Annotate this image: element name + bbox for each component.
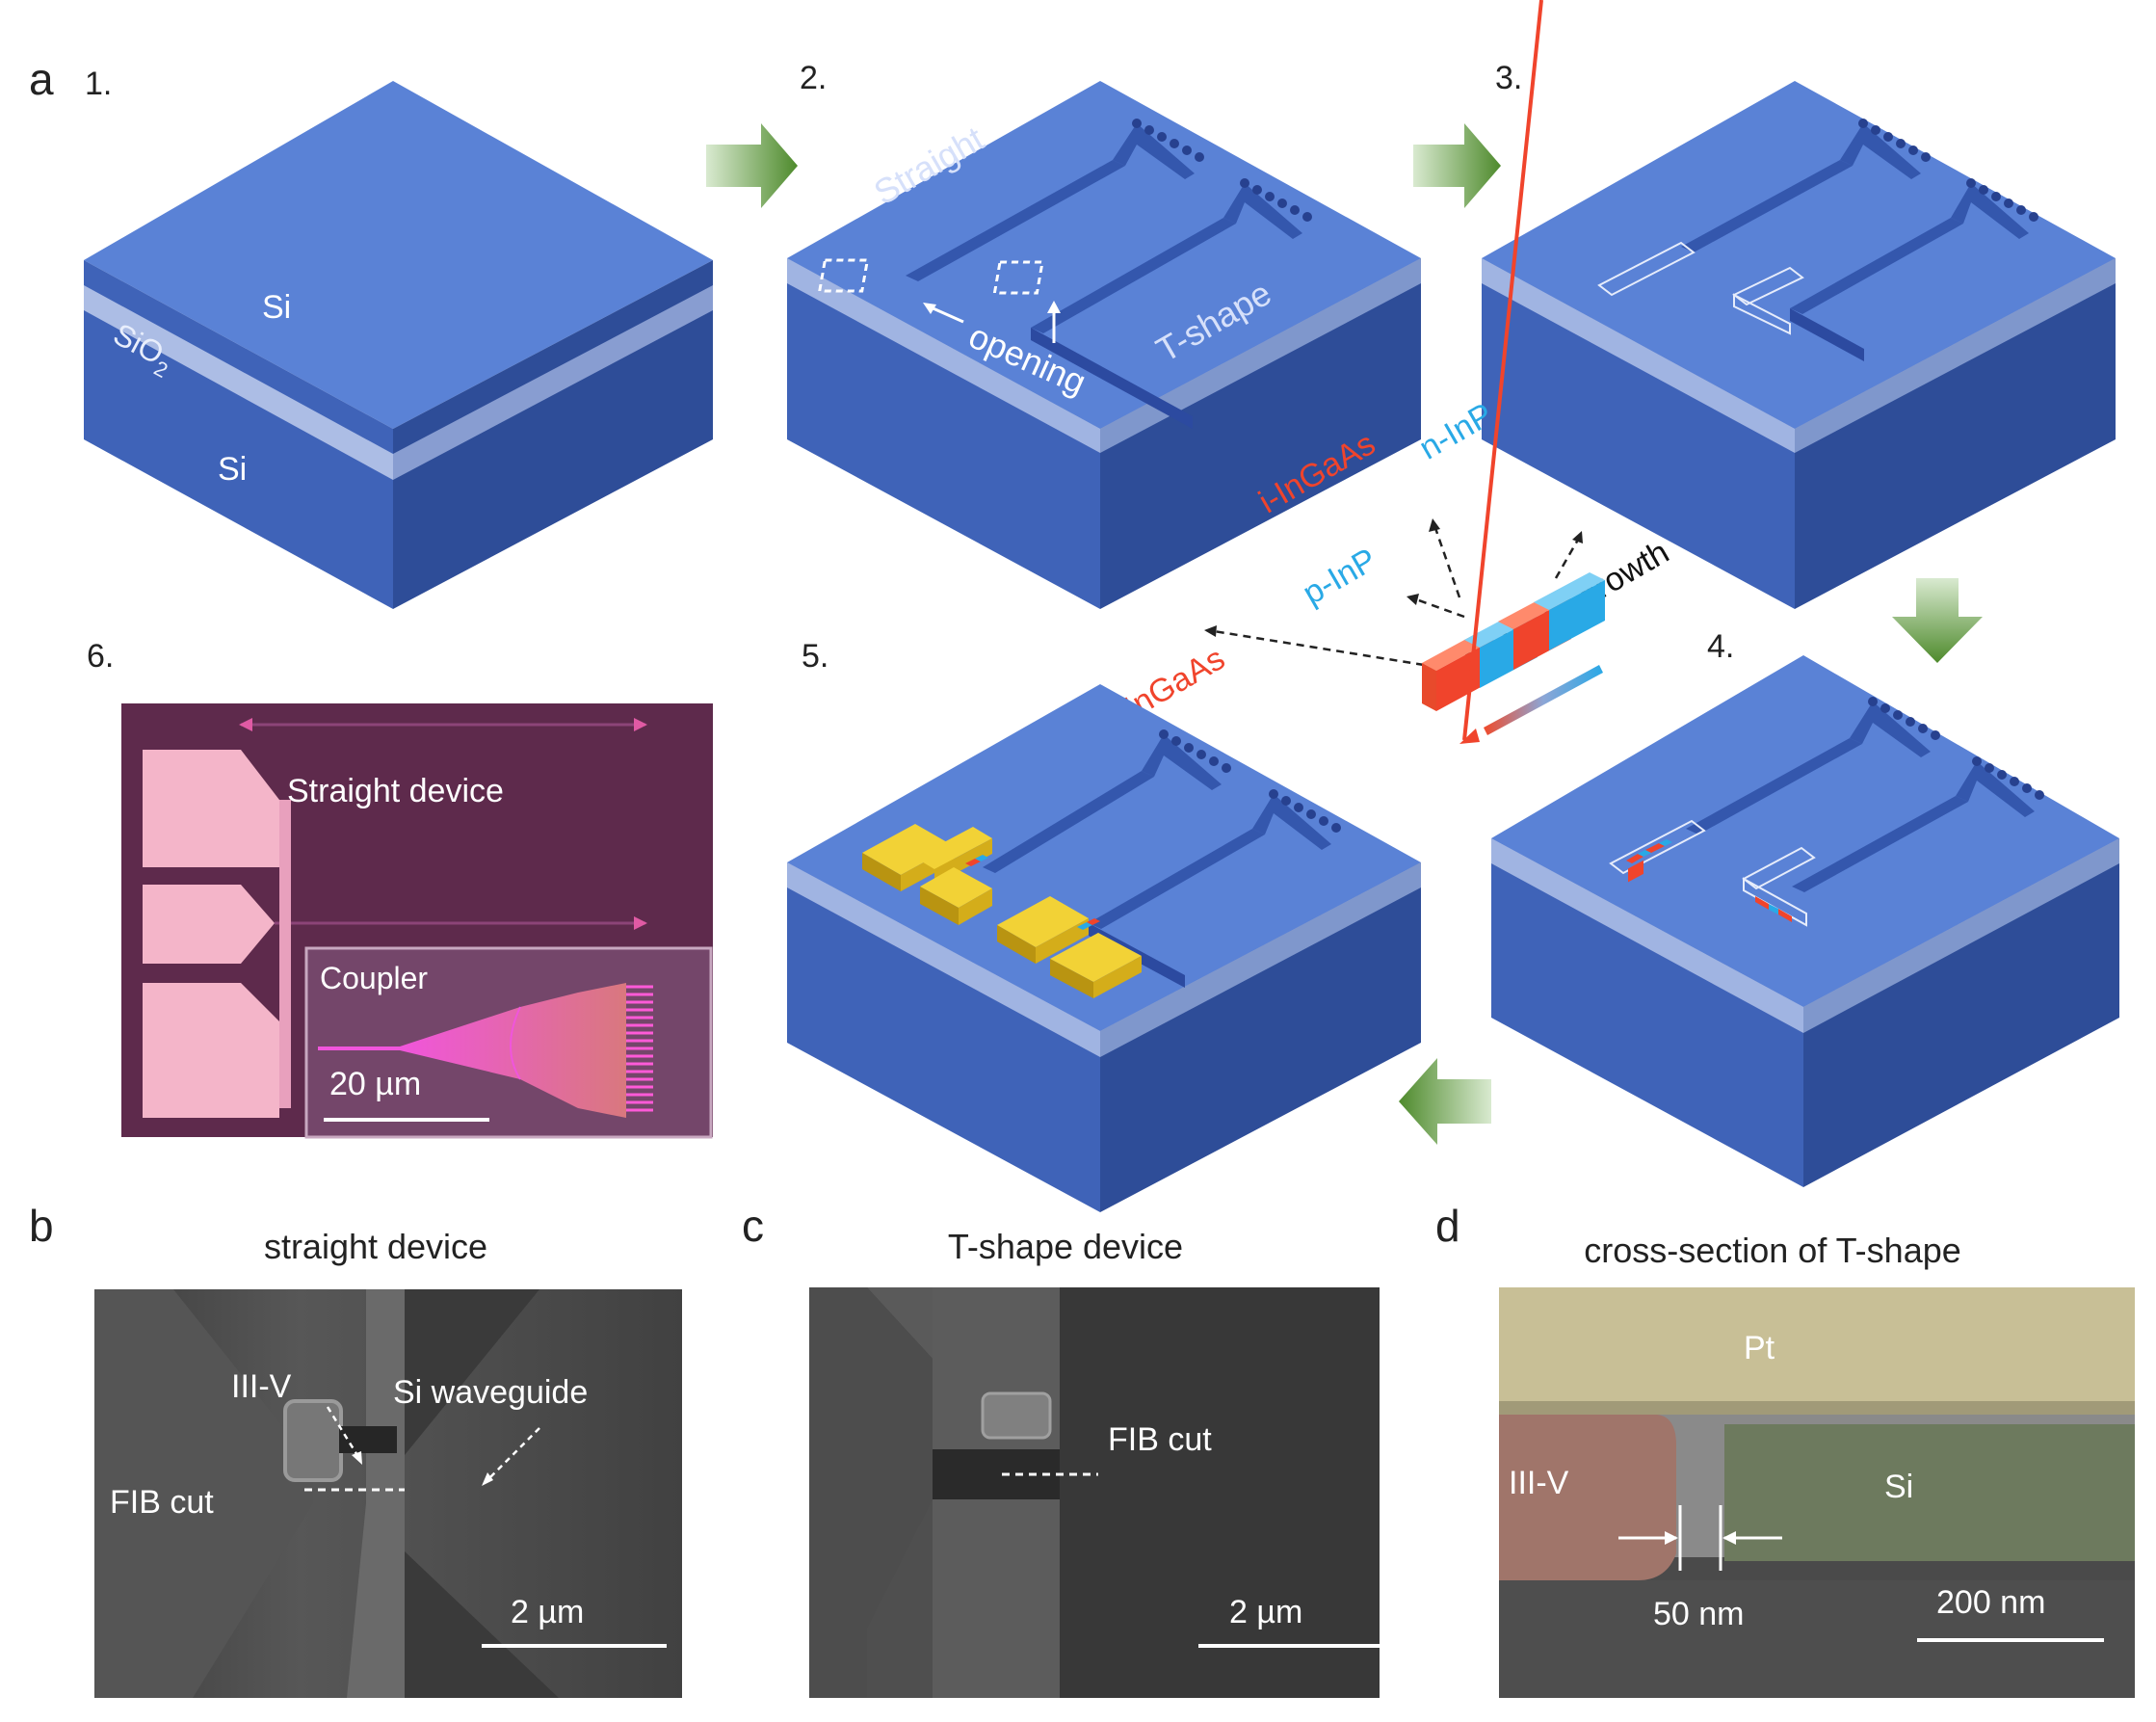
panel-b-iii-v-label: III-V — [231, 1368, 292, 1405]
step-3-label: 3. — [1495, 60, 1522, 96]
n-inp-label: n-InP — [1413, 396, 1499, 467]
arrow-1-to-2-icon — [706, 123, 798, 208]
step6-micrograph: Straight device Coupler 20 µm — [121, 703, 713, 1139]
panel-c-scale-label: 2 µm — [1229, 1594, 1302, 1630]
panel-b-sem-image: III-V Si waveguide FIB cut 2 µm — [94, 1289, 682, 1698]
p-inp-label: p-InP — [1297, 542, 1382, 613]
panel-c-letter: c — [742, 1201, 764, 1251]
si-substrate-label: Si — [218, 451, 247, 488]
step-4-label: 4. — [1707, 628, 1734, 665]
coupler-label: Coupler — [320, 961, 428, 995]
arrow-2-to-3-icon — [1413, 123, 1501, 208]
panel-c-fib-cut-label: FIB cut — [1108, 1421, 1212, 1458]
panel-b-scale-label: 2 µm — [511, 1594, 584, 1630]
step-6-label: 6. — [87, 638, 114, 675]
straight-device-label: Straight device — [287, 773, 504, 809]
panel-b-title: straight device — [264, 1227, 487, 1266]
arrow-4-to-5-icon — [1399, 1058, 1491, 1145]
coupler-scale-label: 20 µm — [329, 1066, 421, 1102]
block-step-2: Straight T-shape opening — [787, 81, 1421, 609]
panel-c-sem-image: FIB cut 2 µm — [809, 1287, 1380, 1698]
panel-b-si-waveguide-label: Si waveguide — [393, 1374, 588, 1411]
pt-label: Pt — [1744, 1330, 1775, 1366]
panel-d-iii-v-label: III-V — [1509, 1465, 1569, 1501]
step-5-label: 5. — [802, 638, 828, 675]
panel-c-title: T-shape device — [948, 1227, 1183, 1266]
block-step-1: Si SiO2 Si — [84, 81, 713, 609]
gap-label: 50 nm — [1653, 1596, 1745, 1632]
block-step-3 — [1482, 81, 2116, 609]
panel-b-letter: b — [29, 1201, 54, 1251]
arrow-3-to-4-icon — [1892, 578, 1983, 663]
panel-a-letter: a — [29, 54, 54, 104]
panel-d-si-label: Si — [1884, 1469, 1913, 1505]
panel-d-letter: d — [1435, 1201, 1460, 1251]
block-step-5 — [787, 684, 1421, 1212]
step-1-label: 1. — [85, 66, 112, 102]
si-top-label: Si — [262, 289, 291, 326]
panel-d-sem-image: Pt III-V Si 50 nm 200 nm — [1499, 1287, 2135, 1698]
block-step-4 — [1491, 655, 2119, 1187]
panel-b-fib-cut-label: FIB cut — [110, 1484, 214, 1521]
panel-d-title: cross-section of T-shape — [1584, 1231, 1961, 1270]
panel-d-scale-label: 200 nm — [1936, 1584, 2045, 1621]
step-2-label: 2. — [800, 60, 827, 96]
